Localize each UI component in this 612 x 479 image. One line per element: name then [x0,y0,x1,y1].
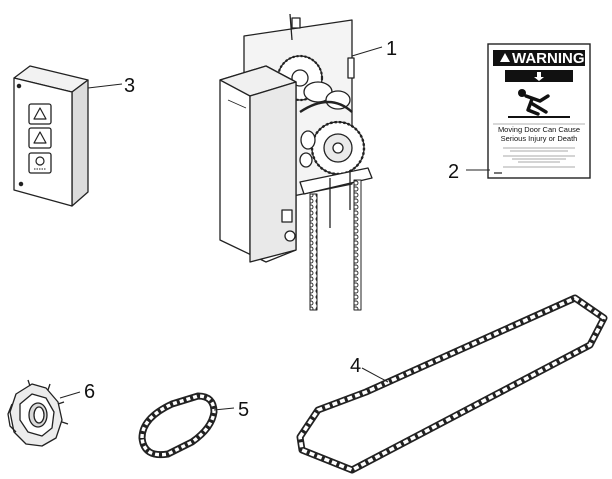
open-button-icon [28,103,52,125]
close-button-icon [28,127,52,149]
sprocket [7,379,69,447]
leader-line-3 [87,83,123,89]
warning-label: WARNING Moving Door Can Cause Serious In… [487,43,591,179]
callout-4: 4 [350,355,361,377]
short-chain-loop [138,392,218,459]
operator-unit [219,13,373,311]
warning-triangle-icon [500,53,510,62]
warning-title: WARNING [512,50,585,67]
crush-hazard-icon [505,70,573,118]
callout-5: 5 [238,399,249,421]
warning-fine-print [503,147,575,168]
warning-headline-1: Moving Door Can Cause [498,125,580,134]
stop-button-icon [28,152,52,174]
control-station [13,65,89,207]
leader-line-5 [213,407,235,411]
leader-line-6 [59,391,81,399]
leader-line-1 [351,46,383,57]
callout-2: 2 [448,161,459,183]
warning-header-bar [493,50,585,66]
hand-chain-right [353,179,362,311]
callout-3: 3 [124,75,135,97]
leader-line-4 [361,367,389,383]
hand-chain-left [309,193,318,311]
callout-1: 1 [386,38,397,60]
callout-6: 6 [84,381,95,403]
warning-headline-2: Serious Injury or Death [501,134,578,143]
hand-chain-loop [296,294,608,474]
